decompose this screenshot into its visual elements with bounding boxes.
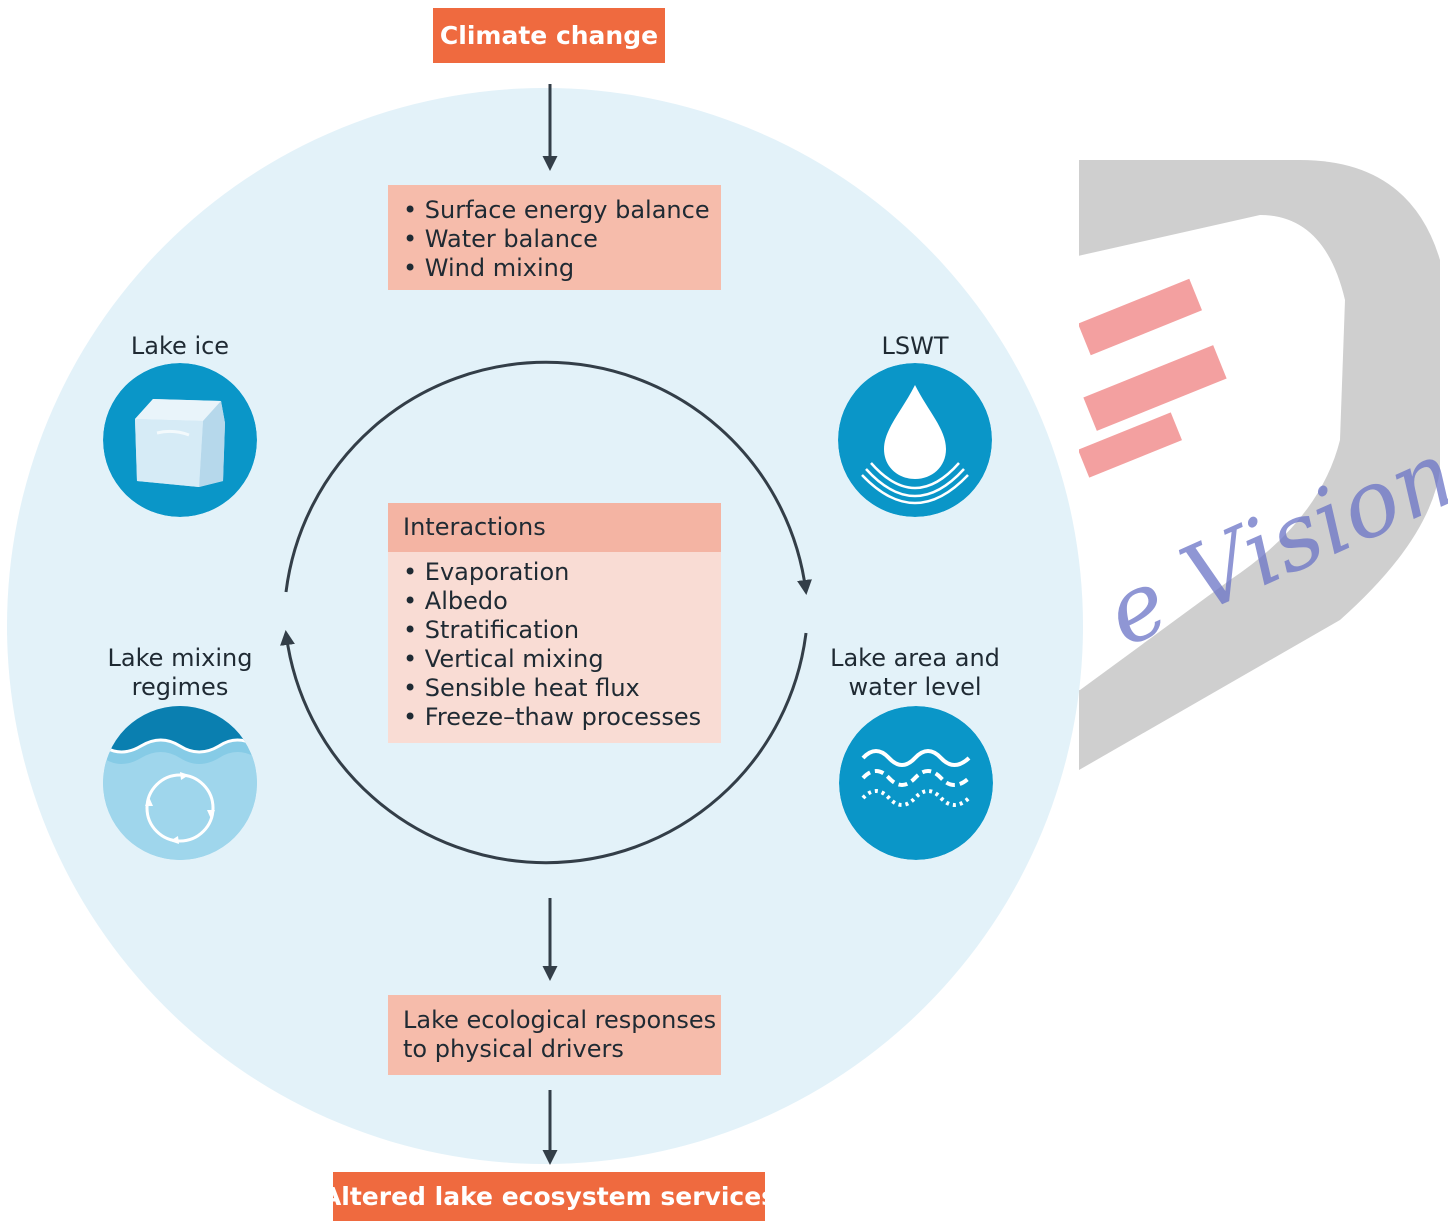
interaction-item: Vertical mixing bbox=[403, 645, 721, 674]
lswt-label: LSWT bbox=[881, 332, 949, 360]
mixing-label: Lake mixing regimes bbox=[90, 644, 270, 702]
mixing-label-line-2: regimes bbox=[131, 673, 229, 701]
driver-item: Surface energy balance bbox=[403, 196, 721, 225]
driver-item: Wind mixing bbox=[403, 254, 721, 283]
interactions-list: Evaporation Albedo Stratification Vertic… bbox=[388, 552, 721, 743]
lake-ice-label: Lake ice bbox=[130, 332, 230, 360]
responses-box: Lake ecological responses to physical dr… bbox=[388, 995, 721, 1075]
interaction-item: Stratification bbox=[403, 616, 721, 645]
ecosystem-services-box: Altered lake ecosystem services bbox=[322, 1172, 776, 1221]
area-label-line-1: Lake area and bbox=[830, 644, 1000, 672]
hk-logo-mark bbox=[1079, 278, 1227, 478]
interaction-item: Freeze–thaw processes bbox=[403, 703, 721, 732]
water-drop-icon bbox=[838, 363, 992, 517]
interaction-item: Sensible heat flux bbox=[403, 674, 721, 703]
mixing-label-line-1: Lake mixing bbox=[107, 644, 253, 672]
climate-change-box: Climate change bbox=[433, 8, 665, 63]
responses-line-2: to physical drivers bbox=[403, 1035, 624, 1063]
interaction-item: Evaporation bbox=[403, 558, 721, 587]
cycle-arc-top bbox=[284, 360, 812, 595]
cycle-arc-bottom bbox=[280, 630, 808, 865]
area-label-line-2: water level bbox=[848, 673, 982, 701]
ice-cube-icon bbox=[103, 363, 257, 517]
responses-line-1: Lake ecological responses bbox=[403, 1006, 717, 1034]
circular-mixing-icon bbox=[103, 706, 257, 860]
water-level-waves-icon bbox=[839, 706, 993, 860]
watermark-badge bbox=[1079, 160, 1440, 770]
drivers-box: Surface energy balance Water balance Win… bbox=[388, 185, 721, 290]
interactions-heading: Interactions bbox=[388, 503, 721, 552]
interaction-item: Albedo bbox=[403, 587, 721, 616]
driver-item: Water balance bbox=[403, 225, 721, 254]
area-label: Lake area and water level bbox=[820, 644, 1010, 702]
